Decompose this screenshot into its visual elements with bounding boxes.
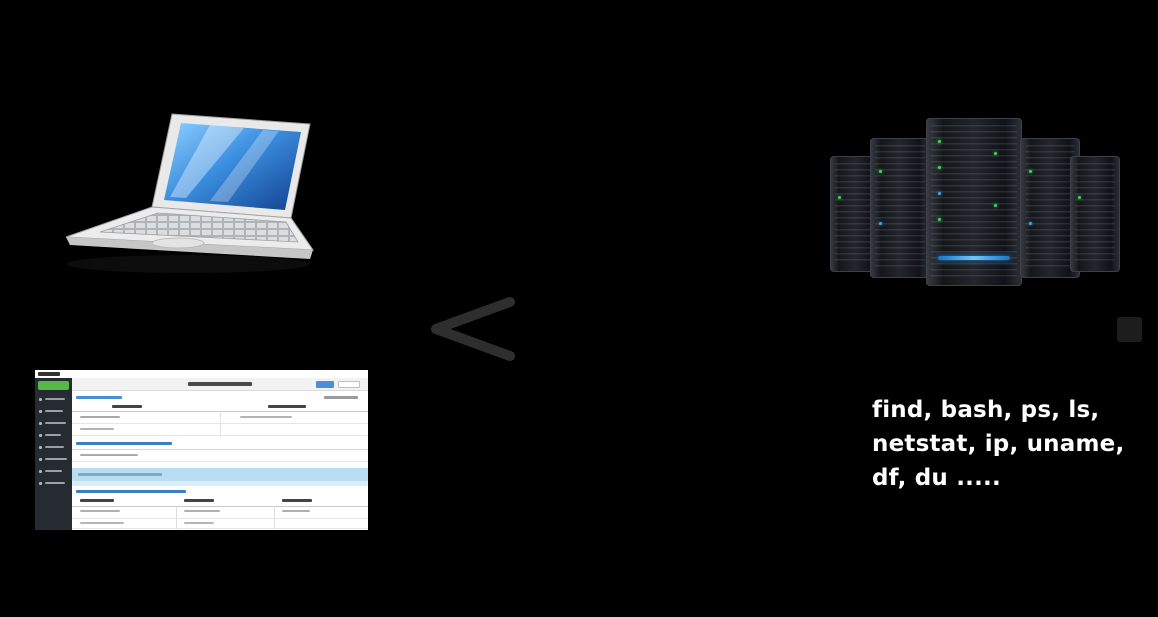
server-rack-illustration (828, 112, 1128, 302)
mini-cell-bar (282, 510, 310, 512)
server-blue-strip (937, 256, 1011, 260)
server-led-green (838, 196, 841, 199)
mini-row-line (72, 518, 368, 519)
mini-toolbar (72, 378, 368, 391)
mini-menu-item (45, 470, 62, 472)
mini-cell-bar (80, 416, 120, 418)
server-led-green (938, 218, 941, 221)
mini-menu-item (39, 446, 42, 449)
laptop-screen-glare (170, 125, 244, 198)
server-led-blue (879, 222, 882, 225)
server-tower (1070, 156, 1120, 272)
laptop-screen (164, 123, 301, 210)
mini-menu-item (39, 434, 42, 437)
mini-link-bar (76, 396, 122, 399)
mini-menu-item (45, 410, 63, 412)
server-led-green (1029, 170, 1032, 173)
mini-cell-bar (80, 510, 120, 512)
server-led-green (1078, 196, 1081, 199)
mini-column-header (184, 499, 214, 502)
mini-menu-item (39, 458, 42, 461)
mini-row-line (72, 528, 368, 529)
mini-secondary-button (338, 381, 360, 388)
mini-menu-item (45, 482, 65, 484)
mini-column-header (282, 499, 312, 502)
laptop-shadow (66, 255, 310, 273)
mini-main-panel (72, 378, 368, 530)
decor-square (1117, 317, 1142, 342)
mini-column-header (80, 499, 114, 502)
mini-cell-bar (184, 522, 214, 524)
mini-row-line (72, 423, 368, 424)
mini-logo-bar (38, 372, 60, 376)
mini-section-label (76, 490, 186, 493)
laptop-keyboard (99, 212, 299, 243)
server-led-blue (938, 192, 941, 195)
mini-sidebar (35, 378, 72, 530)
mini-row-line (72, 435, 368, 436)
mini-green-button (38, 381, 69, 390)
server-led-green (879, 170, 882, 173)
mini-menu-item (45, 434, 61, 436)
mini-menu-item (45, 446, 64, 448)
server-led-green (938, 166, 941, 169)
mini-column-header (268, 405, 306, 408)
commands-line: find, bash, ps, ls, (872, 397, 1100, 423)
commands-line: netstat, ip, uname, (872, 431, 1125, 457)
mini-cell-bar (240, 416, 292, 418)
server-led-green (994, 204, 997, 207)
server-led-green (994, 152, 997, 155)
left-arrow-icon (431, 297, 515, 361)
mini-section-label (76, 442, 172, 445)
laptop-touchpad (151, 237, 205, 249)
server-tower (870, 138, 930, 278)
mini-menu-item (39, 398, 42, 401)
mini-highlight-text-bar (78, 473, 162, 476)
mini-menu-item (45, 422, 66, 424)
mini-cell-bar (80, 522, 124, 524)
mini-meta-bar (324, 396, 358, 399)
mini-highlight-row-light (72, 481, 368, 486)
mini-menu-item (39, 482, 42, 485)
mini-cell-bar (184, 510, 220, 512)
mini-menu-item (39, 410, 42, 413)
commands-line: df, du ..... (872, 465, 1001, 491)
mini-primary-button (316, 381, 334, 388)
mini-menu-item (39, 470, 42, 473)
mini-title-bar (188, 382, 252, 386)
mini-cell-bar (80, 428, 114, 430)
server-led-blue (1029, 222, 1032, 225)
mini-header-underline (72, 506, 368, 507)
dashboard-screenshot (35, 370, 368, 530)
mini-cell-bar (80, 454, 138, 456)
mini-header-underline (72, 449, 368, 450)
commands-text: find, bash, ps, ls, netstat, ip, uname, … (872, 393, 1124, 495)
server-tower-center (926, 118, 1022, 286)
laptop-base-edge (66, 237, 313, 259)
mini-menu-item (39, 422, 42, 425)
mini-menu-item (45, 458, 67, 460)
mini-menu-item (45, 398, 65, 400)
laptop-screen-glare (210, 130, 279, 202)
laptop-illustration (65, 113, 314, 273)
server-led-green (938, 140, 941, 143)
mini-highlight-row (72, 468, 368, 481)
mini-row-line (72, 461, 368, 462)
mini-column-header (112, 405, 142, 408)
